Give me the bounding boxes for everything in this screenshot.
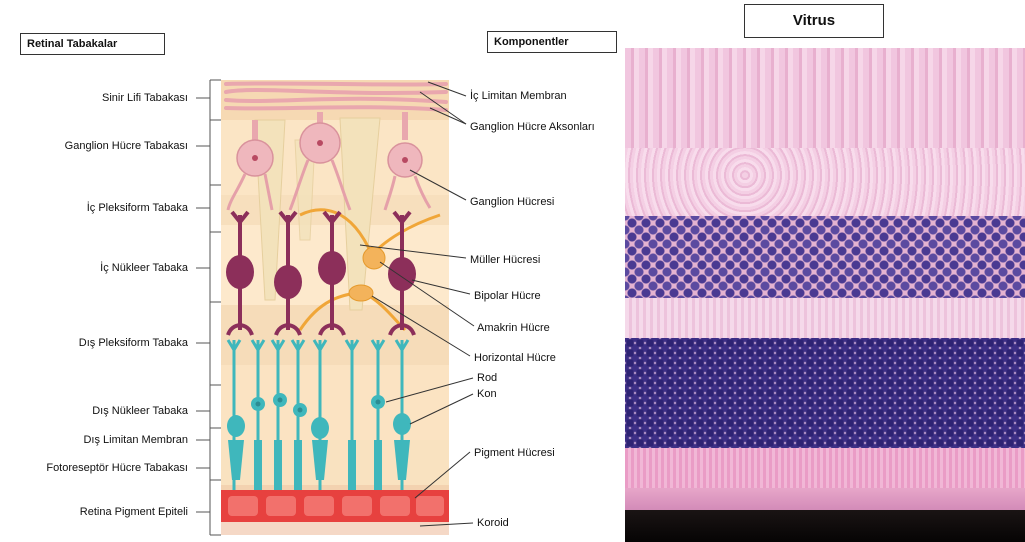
amacrine-cell-body xyxy=(363,247,385,269)
pigment-epithelium xyxy=(221,490,449,535)
inner-plexiform-band xyxy=(625,148,1025,216)
horizontal-cell-body xyxy=(349,285,373,301)
outer-plexiform-band xyxy=(625,298,1025,338)
choroid-band xyxy=(625,510,1025,542)
header-vitreous: Vitrus xyxy=(744,4,884,38)
outer-nuclear-band xyxy=(625,338,1025,448)
layer-bracket xyxy=(196,80,221,535)
retina-schematic xyxy=(0,0,625,542)
nerve-fiber-band xyxy=(625,48,1025,148)
photoreceptor-band xyxy=(625,448,1025,488)
rpe-band xyxy=(625,488,1025,510)
histology-photo xyxy=(625,48,1025,542)
inner-nuclear-band xyxy=(625,216,1025,298)
